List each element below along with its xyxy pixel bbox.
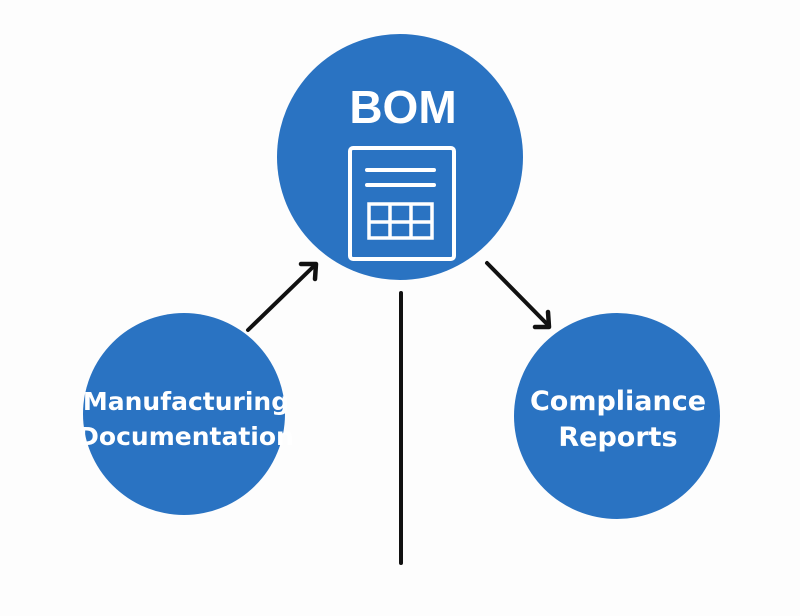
arrow-line — [246, 264, 316, 332]
manufacturing-circle — [83, 313, 285, 515]
compliance-circle — [514, 313, 720, 519]
compliance-label-line1: Compliance — [530, 386, 706, 417]
arrowhead-icon — [298, 261, 319, 282]
compliance-label-line2: Reports — [558, 422, 677, 453]
arrowhead-icon — [532, 309, 552, 330]
connector-bom-to-compliance — [485, 261, 552, 330]
manufacturing-label-line1: Manufacturing — [83, 387, 289, 416]
connector-manufacturing-to-bom — [246, 261, 319, 332]
bom-circle — [277, 34, 523, 280]
manufacturing-label-line2: Documentation — [78, 422, 294, 451]
node-bom[interactable]: BOM — [277, 34, 523, 280]
bom-title: BOM — [349, 81, 456, 133]
node-manufacturing-documentation[interactable]: Manufacturing Documentation — [78, 313, 294, 515]
node-compliance-reports[interactable]: Compliance Reports — [514, 313, 720, 519]
spreadsheet-document-icon — [348, 146, 456, 261]
arrow-line — [485, 261, 550, 327]
